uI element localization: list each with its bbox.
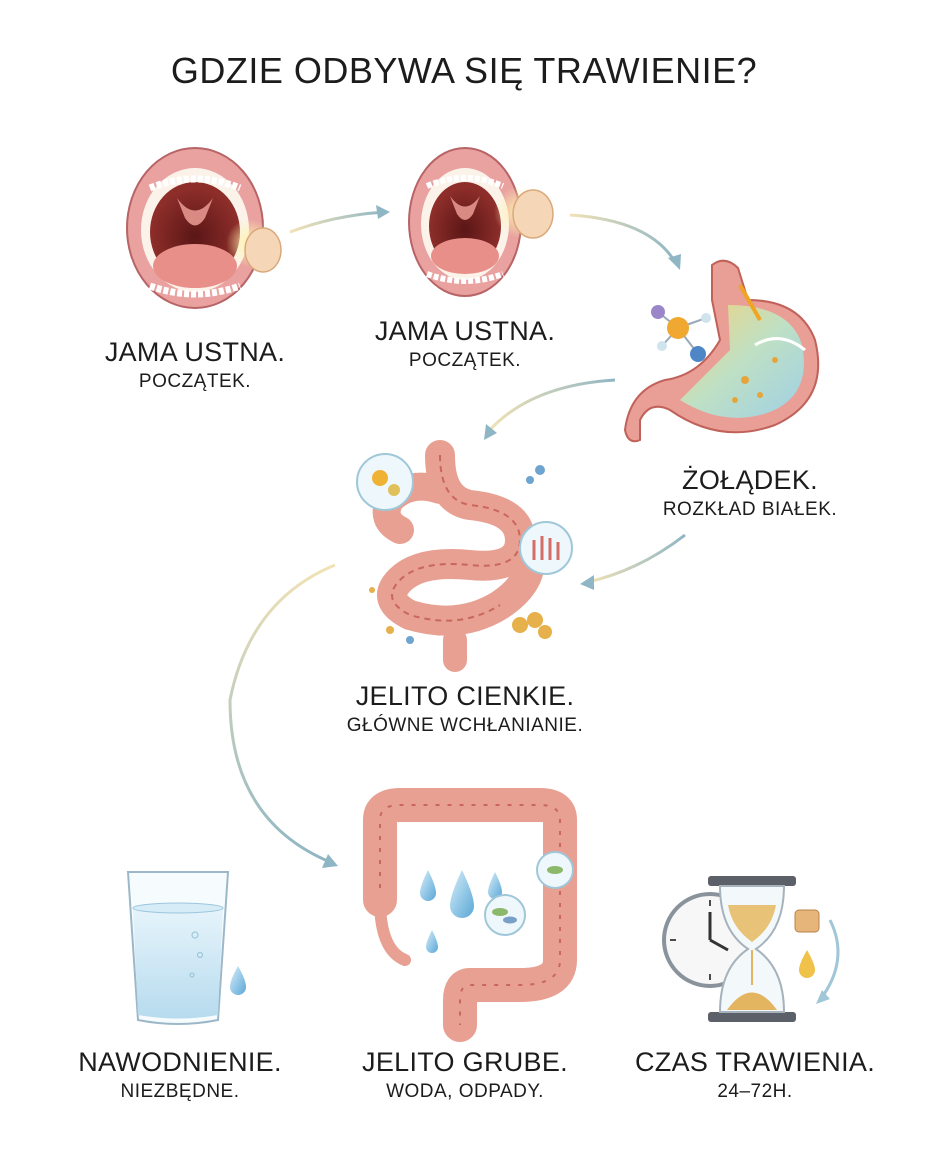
stage-name: JAMA USTNA. [374,316,556,346]
stage-label-digestion-time: CZAS TRAWIENIA. 24–72H. [610,1046,900,1104]
water-glass-icon [126,871,246,1025]
stage-name: JELITO CIENKIE. [355,681,575,711]
flow-arrows [228,205,686,868]
arrow-mouth-to-mouth [289,210,386,234]
stage-subtitle: GŁÓWNE WCHŁANIANIE. [346,715,584,736]
arrow-stomach-to-small-intestine [486,378,616,434]
stage-subtitle: NIEZBĘDNE. [120,1081,240,1102]
stage-label-large-intestine: JELITO GRUBE. WODA, ODPADY. [330,1046,600,1104]
stage-label-stomach: ŻOŁĄDEK. ROZKŁAD BIAŁEK. [610,464,890,522]
small-intestine-icon [356,440,573,672]
arrow-stomach-to-small-intestine-2 [587,533,686,584]
hourglass-clock-icon [662,876,840,1022]
arrow-head [484,424,497,440]
stage-name: CZAS TRAWIENIA. [634,1047,876,1077]
stage-label-hydration: NAWODNIENIE. NIEZBĘDNE. [50,1046,310,1104]
stage-subtitle: POCZĄTEK. [138,371,252,392]
stage-label-mouth-2: JAMA USTNA. POCZĄTEK. [340,315,590,373]
large-intestine-icon [363,788,577,1042]
stomach-icon [623,259,820,443]
stage-subtitle: ROZKŁAD BIAŁEK. [662,499,838,520]
stage-name: JAMA USTNA. [104,337,286,367]
arrow-small-to-large-intestine [228,563,336,864]
stage-subtitle: 24–72H. [717,1081,793,1102]
stage-name: ŻOŁĄDEK. [682,465,818,495]
stage-name: JELITO GRUBE. [362,1047,568,1077]
arrow-head [580,575,594,590]
stage-subtitle: POCZĄTEK. [408,350,522,371]
arrow-head [322,854,338,868]
stage-label-mouth-1: JAMA USTNA. POCZĄTEK. [70,336,320,394]
stage-name: NAWODNIENIE. [78,1047,282,1077]
stage-label-small-intestine: JELITO CIENKIE. GŁÓWNE WCHŁANIANIE. [310,680,620,738]
stage-subtitle: WODA, ODPADY. [386,1081,544,1102]
mouth-icon [126,147,282,309]
arrow-head [668,254,681,270]
arrow-mouth-to-stomach [569,213,677,263]
molecule-icon [651,305,711,362]
page-title: GDZIE ODBYWA SIĘ TRAWIENIE? [170,50,758,91]
mouth-icon [408,147,554,297]
arrow-head [376,205,390,219]
